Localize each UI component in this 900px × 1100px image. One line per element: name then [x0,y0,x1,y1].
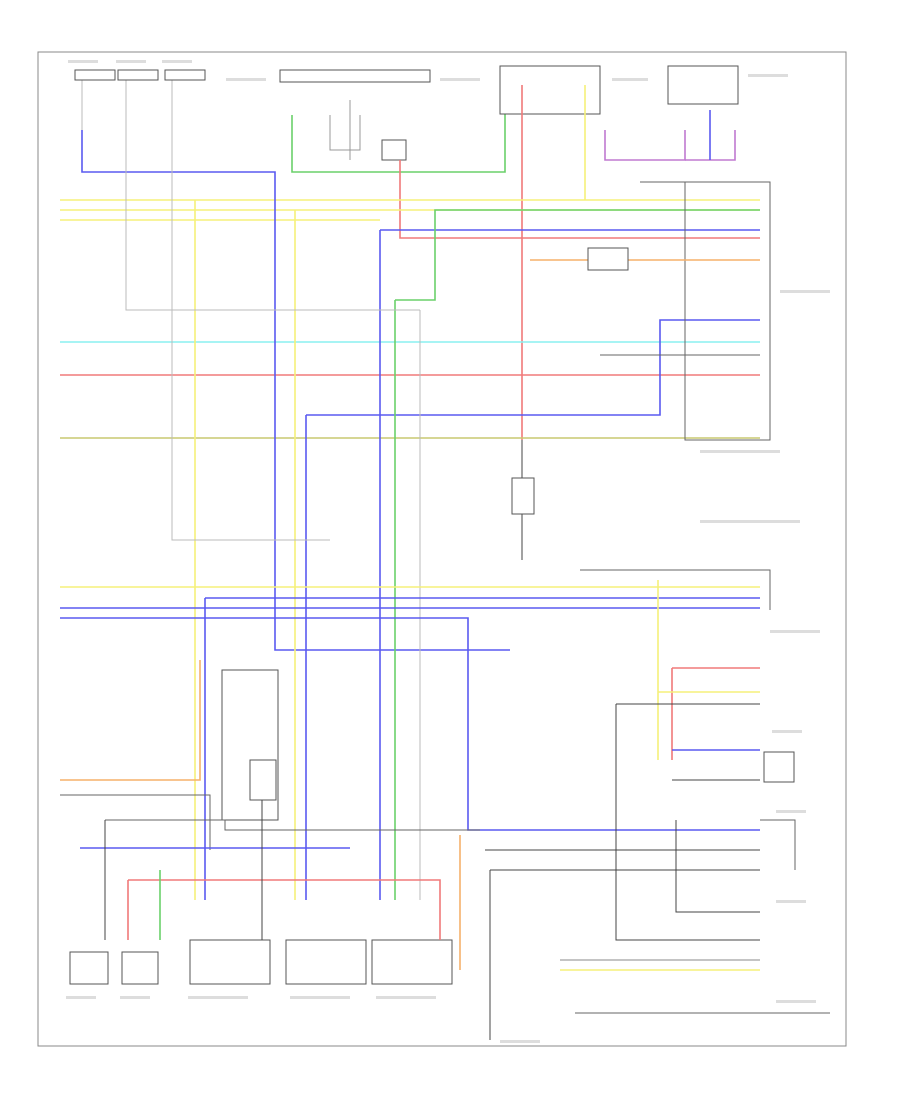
left-middle-component [60,660,480,850]
top-right-modules [499,65,739,161]
blue-left-run [81,130,510,651]
left-horizontal-bus [60,199,760,439]
bottom-switches [69,800,491,1040]
right-switches [485,667,830,1014]
top-left-switch-group [74,69,206,130]
top-relay-box [279,69,506,173]
label-placeholders [66,60,830,1043]
middle-component [511,477,535,515]
diagram-frame [37,51,847,1047]
right-connector-block [530,181,771,441]
